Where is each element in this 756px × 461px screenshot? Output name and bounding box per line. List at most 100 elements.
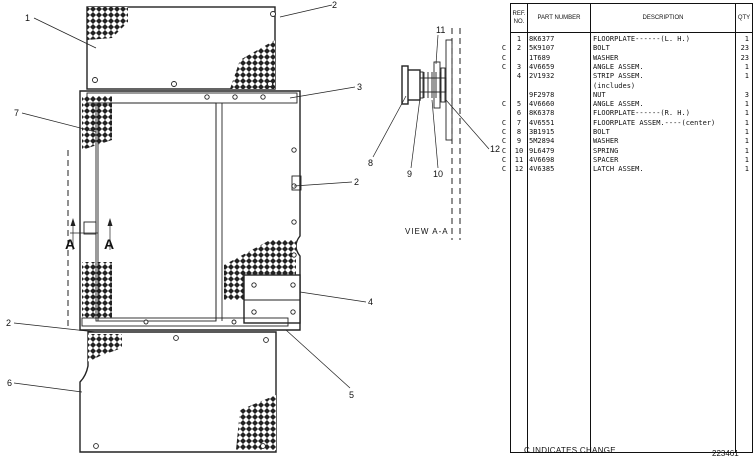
change-indicator-note: C INDICATES CHANGE (524, 446, 616, 455)
callout-leaders (13, 4, 490, 393)
parts-list-row: (includes) (511, 82, 752, 91)
description: LATCH ASSEM. (593, 165, 644, 174)
part-number: 4V6660 (529, 100, 555, 109)
description: SPRING (593, 146, 619, 155)
quantity: 1 (744, 155, 749, 164)
description: WASHER (593, 137, 619, 146)
quantity: 1 (744, 165, 749, 174)
header-description: DESCRIPTION (642, 15, 684, 21)
callout-2: 2 (332, 0, 337, 10)
quantity: 1 (744, 137, 749, 146)
quantity: 1 (744, 62, 749, 71)
change-flag: C (501, 53, 507, 62)
callout-5: 5 (349, 390, 354, 400)
change-flag: C (501, 44, 507, 53)
parts-list-row: 4 2V1932 STRIP ASSEM. 1 (511, 72, 752, 81)
part-number: 5M2894 (529, 137, 555, 146)
description: STRIP ASSEM. (593, 72, 644, 81)
change-flag: C (501, 100, 507, 109)
callout-11: 11 (436, 25, 445, 35)
part-number: 4V6659 (529, 62, 555, 71)
description: BOLT (593, 128, 610, 136)
callout-3: 3 (357, 82, 362, 92)
quantity: 1 (744, 35, 749, 43)
parts-list-header: REF. NO. PART NUMBER DESCRIPTION QTY (511, 4, 752, 33)
section-cut-indicator: A A (65, 150, 114, 330)
column-divider (527, 4, 528, 452)
callout-6: 6 (7, 378, 12, 388)
description: WASHER (593, 53, 619, 62)
change-flag: C (501, 62, 507, 71)
header-ref-no: REF. NO. (512, 11, 526, 25)
parts-list-table: REF. NO. PART NUMBER DESCRIPTION QTY 1 8K… (502, 3, 753, 453)
part-number: 2V1932 (529, 72, 555, 81)
ref-number: 8 (516, 128, 522, 136)
change-flag: C (501, 165, 507, 174)
ref-number: 1 (516, 35, 522, 43)
ref-number: 11 (514, 155, 524, 164)
section-mark-left: A (65, 236, 75, 252)
change-flag: C (501, 118, 507, 127)
quantity: 1 (744, 118, 749, 127)
callout-1: 1 (25, 13, 30, 23)
description: NUT (593, 90, 606, 99)
column-divider (735, 4, 736, 452)
exploded-parts-diagram: A A VIEW A-A 1 2 3 7 2 2 4 5 (6, 0, 500, 453)
part-number: 1T689 (529, 53, 551, 62)
change-flag: C (501, 128, 507, 136)
ref-number: 6 (516, 109, 522, 118)
part-number: 9L6479 (529, 146, 555, 155)
part-number: 8K6378 (529, 109, 555, 118)
description: ANGLE ASSEM. (593, 62, 644, 71)
callout-8: 8 (368, 158, 373, 168)
parts-list-row: 6 8K6378 FLOORPLATE------(R. H.) 1 (511, 109, 752, 118)
ref-number: 4 (516, 72, 522, 81)
change-flag: C (501, 137, 507, 146)
part-number: 9F2978 (529, 90, 555, 99)
floorplate-center (79, 90, 302, 331)
callout-9: 9 (407, 169, 412, 179)
header-part-number: PART NUMBER (537, 15, 581, 21)
section-mark-right: A (104, 236, 114, 252)
callout-7: 7 (14, 108, 19, 118)
description: SPACER (593, 155, 619, 164)
view-a-a-label: VIEW A-A (405, 227, 449, 236)
column-divider (590, 4, 591, 452)
quantity: 1 (744, 109, 749, 118)
change-flag: C (501, 146, 507, 155)
part-number: 4V6385 (529, 165, 555, 174)
ref-number: 12 (514, 165, 524, 174)
callout-12: 12 (490, 144, 500, 154)
ref-number: 5 (516, 100, 522, 109)
description: ANGLE ASSEM. (593, 100, 644, 109)
description: (includes) (593, 81, 636, 90)
illustration-number: 223461 (712, 449, 739, 458)
ref-number: 3 (516, 62, 522, 71)
part-number: 3B1915 (529, 128, 555, 136)
part-number: 4V6698 (529, 155, 555, 164)
quantity: 1 (744, 100, 749, 109)
part-number: 8K6377 (529, 35, 555, 43)
floorplate-right-hand (79, 331, 277, 453)
latch-detail-view (401, 28, 461, 240)
callout-4: 4 (368, 297, 373, 307)
quantity: 1 (744, 72, 749, 81)
part-number: 5K9107 (529, 44, 555, 53)
callout-10: 10 (433, 169, 443, 179)
description: FLOORPLATE------(R. H.) (593, 109, 690, 118)
description: BOLT (593, 44, 610, 53)
ref-number: 2 (516, 44, 522, 53)
callout-2-lower: 2 (6, 318, 11, 328)
ref-number: 7 (516, 118, 522, 127)
parts-list-row: C 12 4V6385 LATCH ASSEM. 1 (502, 165, 752, 174)
